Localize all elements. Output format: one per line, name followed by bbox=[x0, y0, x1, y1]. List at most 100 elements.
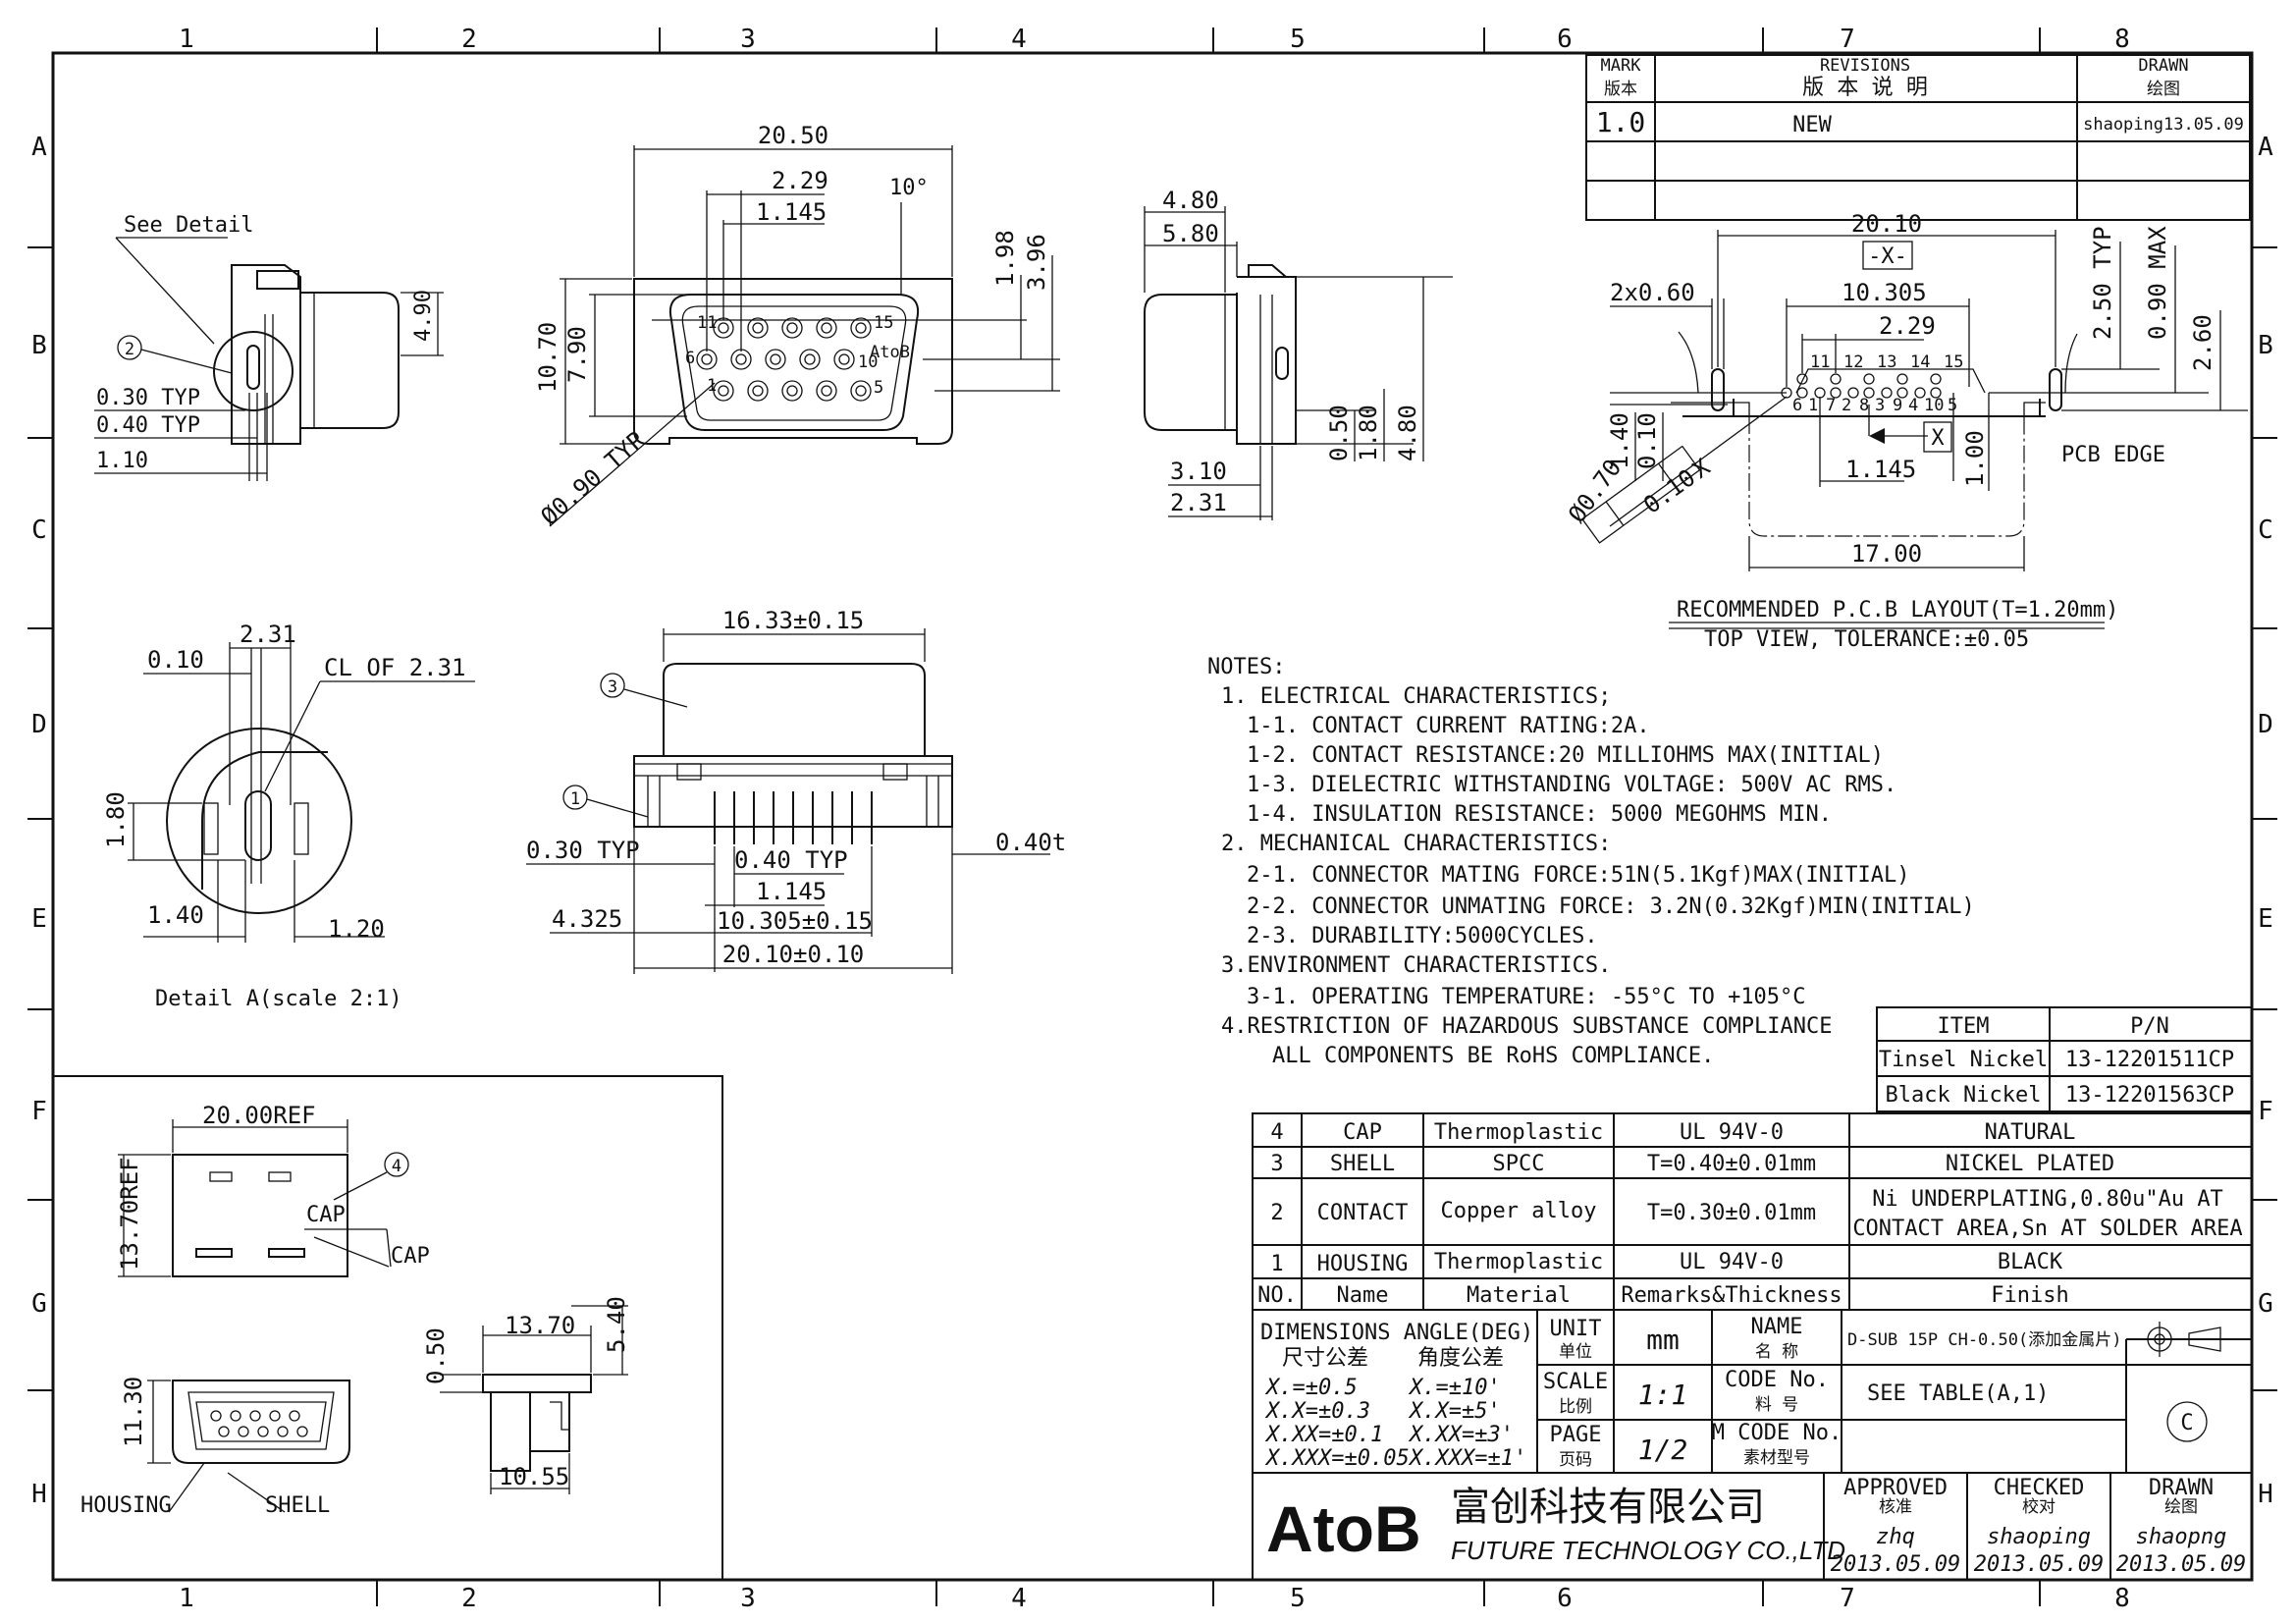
dim-1-145: 1.145 bbox=[756, 198, 827, 226]
zone-col-8-bottom: 8 bbox=[2114, 1584, 2130, 1613]
dim-5-80: 5.80 bbox=[1162, 220, 1219, 247]
drawn-label-cn: 绘图 bbox=[2164, 1497, 2198, 1517]
note-line-9: 2-3. DURABILITY:5000CYCLES. bbox=[1247, 924, 1598, 948]
pcb-dim-20-10: 20.10 bbox=[1851, 210, 1922, 238]
dim-10-70: 10.70 bbox=[534, 322, 561, 393]
cap-dim-20-00-ref: 20.00REF bbox=[202, 1102, 316, 1129]
zone-row-b: B bbox=[31, 331, 47, 360]
bom-row-1-finish: BLACK bbox=[1998, 1250, 2063, 1274]
see-detail-label: See Detail bbox=[124, 213, 253, 238]
pcb-dim-2x0-60: 2x0.60 bbox=[1610, 279, 1695, 306]
dim-16-33: 16.33±0.15 bbox=[722, 607, 865, 634]
name-label-cn: 名 称 bbox=[1755, 1342, 1798, 1362]
zone-col-3-bottom: 3 bbox=[740, 1584, 756, 1613]
dim-7-90: 7.90 bbox=[563, 326, 591, 383]
code-value: SEE TABLE(A,1) bbox=[1867, 1381, 2049, 1406]
dim-0-40-typ-section: 0.40 TYP bbox=[734, 846, 848, 874]
detail-dim-1-80: 1.80 bbox=[102, 791, 130, 848]
dim-4-80-top: 4.80 bbox=[1162, 187, 1219, 214]
note-line-3: 1-2. CONTACT RESISTANCE:20 MILLIOHMS MAX… bbox=[1247, 743, 1884, 768]
code-label: CODE No. bbox=[1725, 1368, 1829, 1392]
bom-row-3-finish: NICKEL PLATED bbox=[1946, 1152, 2114, 1176]
dim-1-98: 1.98 bbox=[991, 230, 1019, 287]
callout-2: 2 bbox=[125, 340, 134, 359]
cap-subframe: 20.00REF 13.70REF 4 CAP CAP 11.30 HOUSIN… bbox=[53, 1075, 723, 1580]
zone-col-6-bottom: 6 bbox=[1557, 1584, 1573, 1613]
bom-row-3-material: SPCC bbox=[1493, 1152, 1545, 1176]
company-name-en: FUTURE TECHNOLOGY CO.,LTD bbox=[1451, 1536, 1845, 1565]
bom-row-2-finish: Ni UNDERPLATING,0.80u"Au AT bbox=[1872, 1187, 2223, 1212]
bom-row-4-name: CAP bbox=[1343, 1120, 1382, 1145]
zone-col-2-bottom: 2 bbox=[461, 1584, 477, 1613]
pn-header-item: ITEM bbox=[1938, 1014, 1990, 1039]
dim-1-10: 1.10 bbox=[96, 449, 148, 473]
bom-table: 4 CAP Thermoplastic UL 94V-0 NATURAL 3 S… bbox=[1252, 1112, 2253, 1311]
bom-row-4-material: Thermoplastic bbox=[1434, 1120, 1603, 1145]
zone-row-g: G bbox=[31, 1289, 47, 1319]
pcb-pin-11: 11 bbox=[1810, 352, 1830, 372]
zone-col-1-bottom: 1 bbox=[179, 1584, 194, 1613]
pcb-pin-9: 9 bbox=[1893, 396, 1902, 415]
zone-row-c: C bbox=[31, 515, 47, 545]
shell-label: SHELL bbox=[265, 1493, 330, 1518]
small-dim-11-30: 11.30 bbox=[120, 1377, 147, 1447]
tol-dim-4: X.XXX=±0.05 bbox=[1264, 1446, 1410, 1471]
note-line-1: 1. ELECTRICAL CHARACTERISTICS; bbox=[1221, 684, 1611, 709]
pin-label-5: 5 bbox=[874, 378, 883, 398]
detail-dim-2-31: 2.31 bbox=[240, 621, 296, 648]
pcb-pin-8: 8 bbox=[1859, 396, 1869, 415]
zone-row-f: F bbox=[31, 1097, 47, 1126]
bom-row-2-name: CONTACT bbox=[1317, 1201, 1409, 1225]
unit-value: mm bbox=[1646, 1324, 1680, 1356]
small-side-dim-10-55: 10.55 bbox=[499, 1463, 569, 1490]
housing-label: HOUSING bbox=[80, 1493, 172, 1518]
pn-row-1-pn: 13-12201511CP bbox=[2065, 1048, 2234, 1072]
zone-col-5-bottom: 5 bbox=[1290, 1584, 1306, 1613]
zone-row-e-right: E bbox=[2258, 904, 2273, 934]
zone-col-6: 6 bbox=[1557, 25, 1573, 54]
rev-mark-header-cn: 版本 bbox=[1604, 80, 1637, 99]
pcb-datum-x-box: X bbox=[1931, 426, 1945, 451]
pn-row-2-item: Black Nickel bbox=[1886, 1083, 2042, 1108]
bom-header-name: Name bbox=[1337, 1283, 1389, 1308]
bom-row-3-no: 3 bbox=[1270, 1152, 1283, 1176]
callout-4: 4 bbox=[392, 1157, 401, 1176]
tol-angle-2: X.X=±5' bbox=[1408, 1399, 1501, 1424]
zone-col-4-bottom: 4 bbox=[1011, 1584, 1027, 1613]
scale-label: SCALE bbox=[1543, 1370, 1608, 1394]
dim-0-40-typ: 0.40 TYP bbox=[96, 413, 200, 438]
drawn-by: shaopng bbox=[2136, 1525, 2227, 1549]
note-line-12: 4.RESTRICTION OF HAZARDOUS SUBSTANCE COM… bbox=[1221, 1014, 1833, 1039]
bom-row-1-no: 1 bbox=[1270, 1252, 1283, 1276]
dim-0-40t: 0.40t bbox=[995, 829, 1066, 856]
pcb-dim-1-145: 1.145 bbox=[1845, 456, 1916, 483]
revision-table: MARK 版本 REVISIONS 版 本 说 明 DRAWN 绘图 1.0 N… bbox=[1585, 54, 2251, 221]
pcb-dim-17-00: 17.00 bbox=[1851, 540, 1922, 568]
dim-4-325: 4.325 bbox=[552, 905, 622, 933]
detail-dim-1-20: 1.20 bbox=[328, 915, 385, 943]
checked-label-cn: 校对 bbox=[2022, 1497, 2056, 1517]
pcb-pin-7: 7 bbox=[1826, 396, 1836, 415]
scale-value: 1:1 bbox=[1638, 1379, 1688, 1411]
dim-tolerance-header: DIMENSIONS ANGLE(DEG) bbox=[1260, 1321, 1533, 1345]
note-line-5: 1-4. INSULATION RESISTANCE: 5000 MEGOHMS… bbox=[1247, 802, 1832, 827]
pn-table: ITEM P/N Tinsel Nickel 13-12201511CP Bla… bbox=[1876, 1006, 2253, 1112]
pcb-layout-subtitle: TOP VIEW, TOLERANCE:±0.05 bbox=[1704, 627, 2029, 652]
zone-row-d: D bbox=[31, 710, 47, 739]
pcb-layout-title: RECOMMENDED P.C.B LAYOUT(T=1.20mm) bbox=[1677, 598, 2118, 623]
pcb-pin-14: 14 bbox=[1910, 352, 1930, 372]
zone-row-e: E bbox=[31, 904, 47, 934]
rev-drawn-value: shaoping13.05.09 bbox=[2083, 115, 2244, 135]
front-view: 11 6 1 15 10 5 AtoB 20.50 2.29 1.145 10°… bbox=[534, 122, 1060, 531]
zone-col-8: 8 bbox=[2114, 25, 2130, 54]
zone-col-2: 2 bbox=[461, 25, 477, 54]
zone-col-7: 7 bbox=[1840, 25, 1855, 54]
copyright-mark: C bbox=[2180, 1411, 2193, 1435]
note-line-13: ALL COMPONENTS BE RoHS COMPLIANCE. bbox=[1272, 1044, 1714, 1068]
unit-label-cn: 单位 bbox=[1559, 1342, 1592, 1362]
pcb-dim-0-90-max: 0.90 MAX bbox=[2144, 226, 2171, 340]
page-label-cn: 页码 bbox=[1559, 1450, 1592, 1470]
pin-label-10: 10 bbox=[858, 352, 878, 372]
title-block: DIMENSIONS ANGLE(DEG) 尺寸公差 角度公差 X.=±0.5 … bbox=[1252, 1309, 2253, 1581]
pcb-dim-1-40: 1.40 bbox=[1606, 412, 1633, 469]
